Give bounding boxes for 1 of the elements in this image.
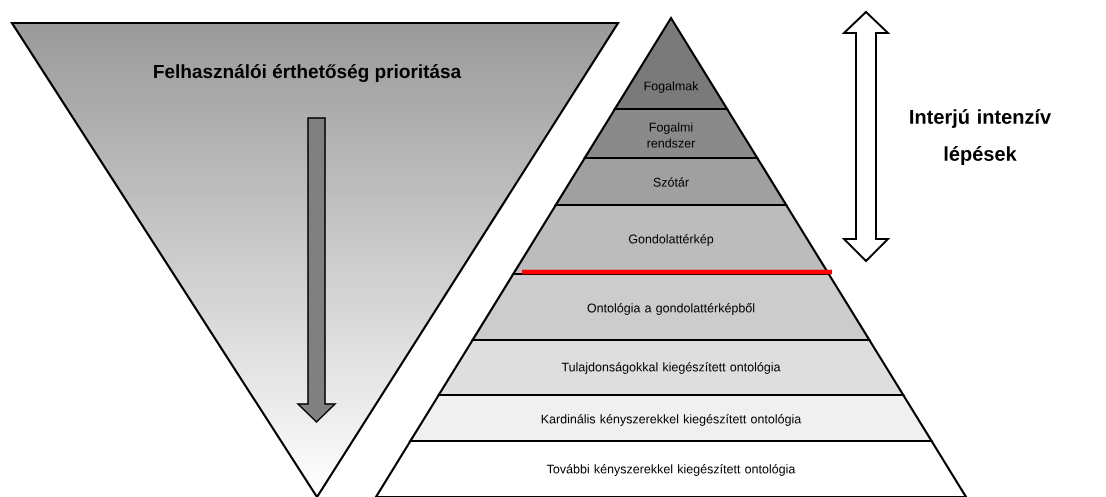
side-label: Interjú intenzív lépések — [910, 109, 1052, 165]
